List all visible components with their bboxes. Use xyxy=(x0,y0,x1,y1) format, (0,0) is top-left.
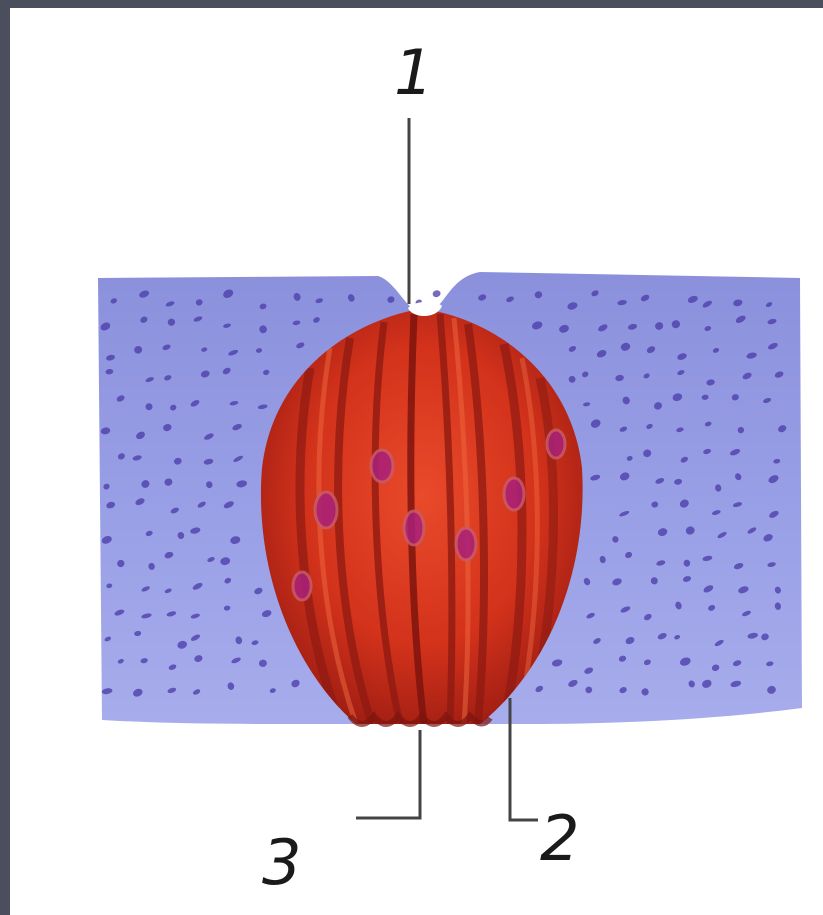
taste-bud-diagram: 1 2 3 xyxy=(10,8,823,915)
epithelium-nucleus xyxy=(432,289,442,298)
taste-bud xyxy=(261,310,583,724)
label-1: 1 xyxy=(394,36,433,109)
leader-line-3 xyxy=(356,730,420,818)
label-3: 3 xyxy=(262,826,301,899)
image-frame: 1 2 3 xyxy=(10,8,823,915)
label-2: 2 xyxy=(540,802,579,875)
